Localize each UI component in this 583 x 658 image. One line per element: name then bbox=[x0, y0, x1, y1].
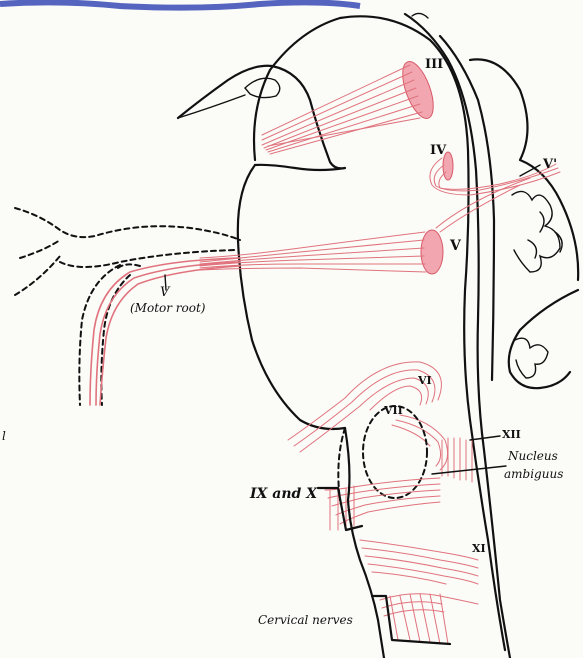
label-cervical: Cervical nerves bbox=[258, 613, 353, 627]
label-XII: XII bbox=[502, 428, 521, 441]
label-IX-and-X: IX and X bbox=[249, 486, 318, 502]
label-XI: XI bbox=[472, 542, 486, 555]
ventricle-top-curl bbox=[412, 13, 428, 18]
label-edge-l: l bbox=[2, 429, 6, 443]
cerebellum-folds-3 bbox=[515, 338, 548, 378]
label-ambiguus: ambiguus bbox=[504, 467, 563, 481]
label-V: V bbox=[449, 238, 462, 254]
ventricle-line-2 bbox=[440, 36, 494, 380]
label-V-prime: V' bbox=[542, 157, 557, 172]
nerve-IX-X-fibers bbox=[325, 478, 440, 530]
label-nucleus: Nucleus bbox=[507, 449, 558, 463]
cerebellum-folds-1 bbox=[512, 191, 560, 272]
label-motor-root-V: V bbox=[160, 285, 171, 300]
top-blue-edge bbox=[0, 2, 360, 7]
ganglion-mid bbox=[15, 240, 60, 295]
label-IV: IV bbox=[430, 143, 447, 158]
label-motor-root-text: (Motor root) bbox=[130, 301, 206, 315]
brainstem-front-outline bbox=[238, 165, 345, 429]
nerve-V-fibers bbox=[200, 178, 530, 274]
ganglion-upper bbox=[15, 208, 240, 240]
label-III: III bbox=[425, 57, 443, 72]
label-VII: VII bbox=[383, 404, 403, 417]
cervical-fibers bbox=[380, 594, 478, 644]
nerve-XI-fibers bbox=[360, 540, 478, 584]
midbrain-beak bbox=[178, 66, 345, 170]
beak-lower-edge bbox=[178, 95, 245, 118]
leader-XII bbox=[470, 436, 500, 440]
label-VI: VI bbox=[417, 374, 432, 387]
motor-root-ring bbox=[118, 264, 140, 268]
